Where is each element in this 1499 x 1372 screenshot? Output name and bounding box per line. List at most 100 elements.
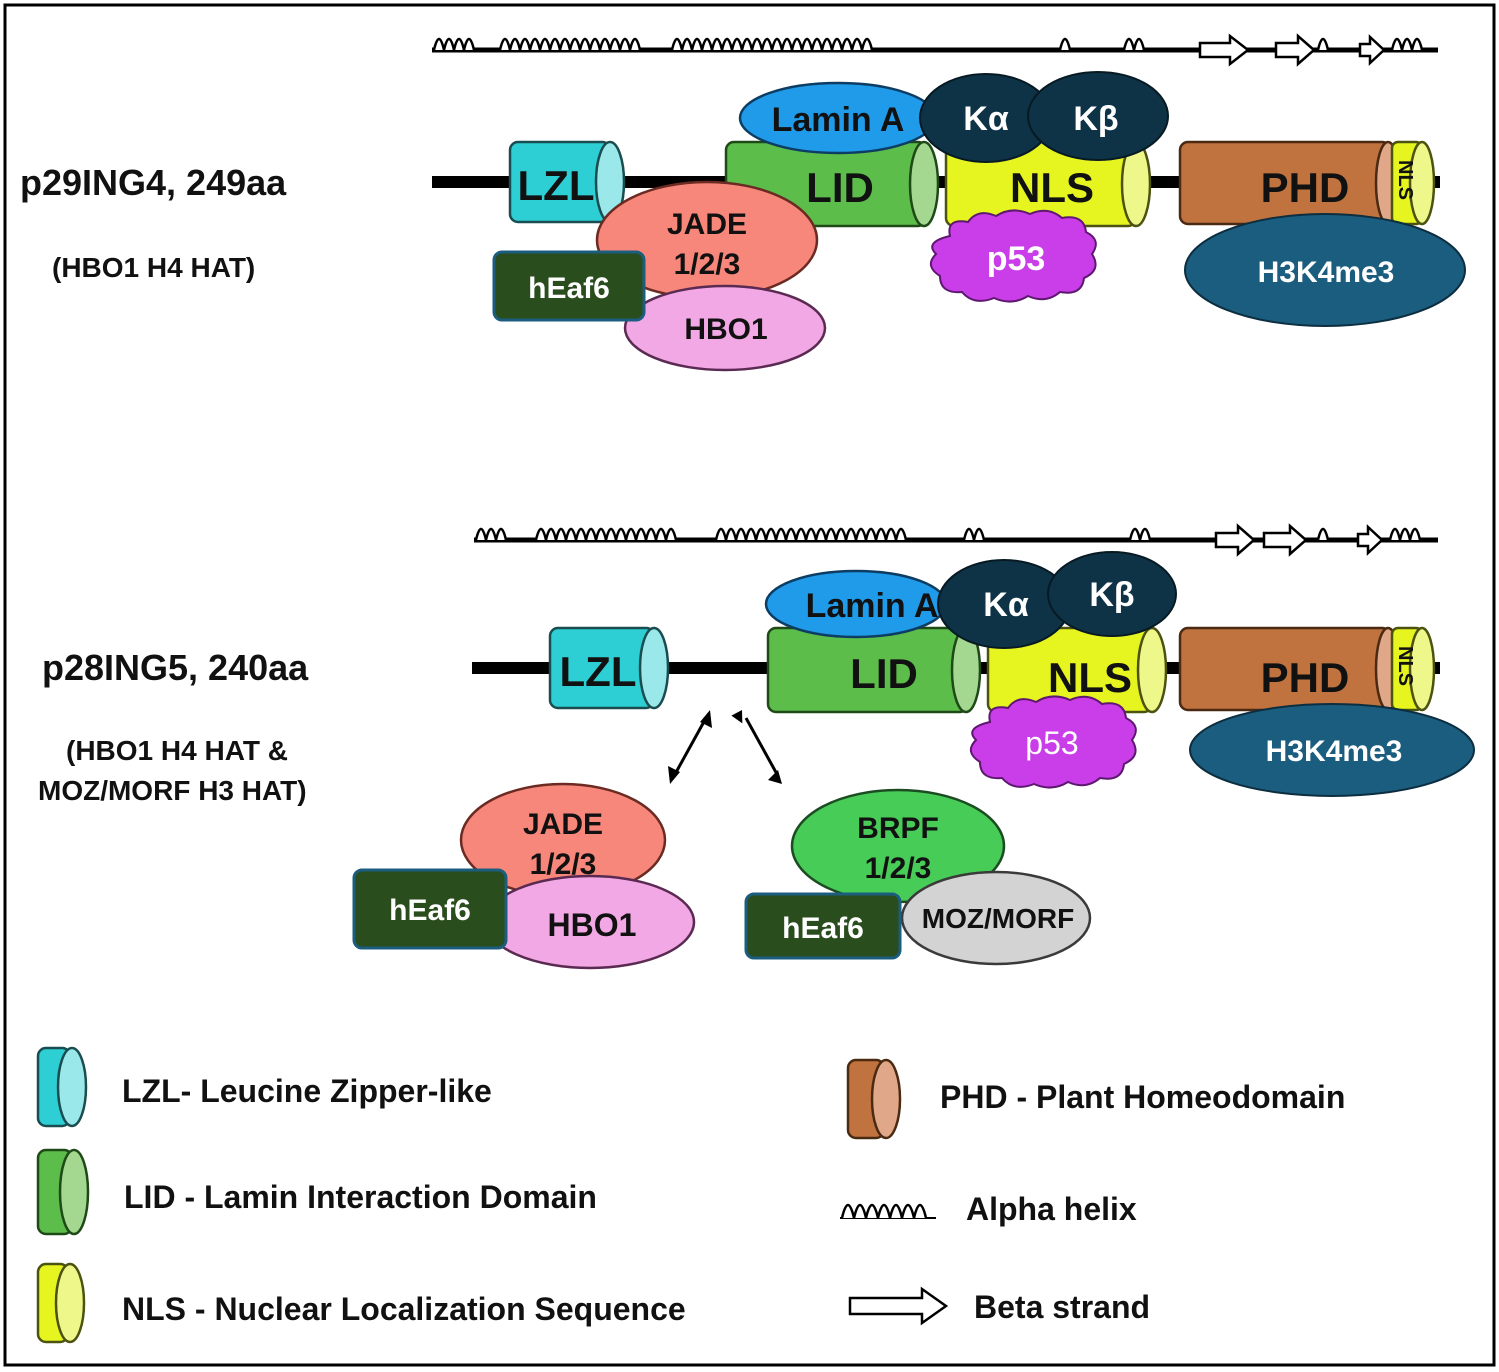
legend-lid: LID - Lamin Interaction Domain <box>36 1148 597 1236</box>
hbo1-partner <box>623 284 827 372</box>
k-beta-partner <box>1047 551 1177 637</box>
domain-lid-label: LID <box>806 164 874 211</box>
arrowhead-icon <box>731 710 743 724</box>
legend-beta-strand-label: Beta strand <box>974 1289 1150 1325</box>
domain-lid-label: LID <box>850 650 918 697</box>
alpha-helix-icon <box>1122 37 1146 51</box>
protein-label: p28ING5, 240aa <box>42 647 309 688</box>
jade-label-line2: 1/2/3 <box>674 248 741 281</box>
moz-morf-partner <box>900 870 1092 966</box>
beta-strand-icon <box>1356 524 1384 556</box>
alpha-helix-icon <box>1388 527 1422 541</box>
p53-label: p53 <box>1025 725 1078 761</box>
complex-label-line2: MOZ/MORF H3 HAT) <box>38 775 307 806</box>
interaction-arrows <box>668 710 782 784</box>
alpha-helix-icon <box>1058 37 1072 51</box>
beta-strand-icon <box>848 1286 949 1326</box>
panel-ing5: LZL LID NLS PHD NLS Lamin A Kα Kβ p5 <box>38 523 1475 970</box>
p53-partner <box>969 695 1137 789</box>
heaf6-label: hEaf6 <box>782 912 864 945</box>
domain-lid: LID <box>766 626 982 714</box>
secondary-structure-track <box>432 33 1438 67</box>
domain-phd-nls: NLS <box>1390 140 1436 226</box>
domain-lzl: LZL <box>508 140 626 224</box>
h3k4me3-label: H3K4me3 <box>1258 256 1395 289</box>
beta-strand-icon <box>1358 34 1386 66</box>
k-beta-label: Kβ <box>1089 576 1134 614</box>
alpha-helix-icon <box>432 37 476 51</box>
h3k4me3-label: H3K4me3 <box>1266 735 1403 768</box>
alpha-helix-icon <box>1316 527 1330 541</box>
complex-label: (HBO1 H4 HAT) <box>52 252 255 283</box>
k-alpha-label: Kα <box>963 100 1009 138</box>
alpha-helix-icon <box>534 527 678 541</box>
legend-lzl-label: LZL- Leucine Zipper-like <box>122 1073 492 1109</box>
p53-partner <box>929 209 1097 303</box>
brpf-label-line1: BRPF <box>857 812 939 845</box>
lamin-a-label: Lamin A <box>772 101 905 139</box>
legend-alpha-helix: Alpha helix <box>840 1191 1137 1227</box>
panel-ing4: LZL LID NLS PHD NLS Lamin A Kα Kβ <box>20 33 1466 372</box>
domain-phd-nls-label: NLS <box>1394 160 1416 200</box>
arrowhead-icon <box>768 770 782 784</box>
brpf-label-line2: 1/2/3 <box>865 852 932 885</box>
domain-nls-label: NLS <box>1048 654 1132 701</box>
beta-strand-icon <box>1214 523 1256 557</box>
heaf6-partner <box>352 868 508 950</box>
domain-nls: NLS <box>986 626 1168 714</box>
legend-nls-label: NLS - Nuclear Localization Sequence <box>122 1291 686 1327</box>
alpha-helix-icon <box>1128 527 1152 541</box>
alpha-helix-icon <box>498 37 642 51</box>
heaf6-label: hEaf6 <box>389 894 471 927</box>
h3k4me3-partner <box>1189 703 1475 797</box>
alpha-helix-icon <box>714 527 908 541</box>
domain-lzl-label: LZL <box>518 162 595 209</box>
complex-label-line1: (HBO1 H4 HAT & <box>66 735 288 766</box>
alpha-helix-icon <box>1390 37 1424 51</box>
legend-alpha-helix-label: Alpha helix <box>966 1191 1137 1227</box>
hbo1-label: HBO1 <box>684 313 767 346</box>
domain-phd: PHD <box>1178 626 1402 712</box>
arrowhead-icon <box>668 766 680 784</box>
domain-phd-nls: NLS <box>1390 626 1436 712</box>
h3k4me3-partner <box>1184 213 1466 327</box>
jade-label-line1: JADE <box>523 808 603 841</box>
k-beta-partner <box>1027 71 1169 161</box>
alpha-helix-icon <box>962 527 986 541</box>
alpha-helix-icon <box>840 1203 928 1219</box>
secondary-structure-track <box>474 523 1438 557</box>
domain-phd-label: PHD <box>1261 654 1350 701</box>
protein-label: p29ING4, 249aa <box>20 162 287 203</box>
beta-strand-icon <box>1198 33 1251 67</box>
legend-phd: PHD - Plant Homeodomain <box>846 1058 1345 1140</box>
domain-lzl: LZL <box>548 626 670 710</box>
k-beta-label: Kβ <box>1073 100 1118 138</box>
alpha-helix-icon <box>474 527 508 541</box>
lamin-a-label: Lamin A <box>806 587 939 625</box>
beta-strand-icon <box>1262 523 1308 557</box>
jade-label-line1: JADE <box>667 208 747 241</box>
k-alpha-label: Kα <box>983 586 1029 624</box>
hbo1-label: HBO1 <box>548 907 637 943</box>
domain-phd-label: PHD <box>1261 164 1350 211</box>
heaf6-label: hEaf6 <box>528 272 610 305</box>
alpha-helix-icon <box>1316 37 1330 51</box>
alpha-helix-icon <box>670 37 874 51</box>
legend-nls: NLS - Nuclear Localization Sequence <box>36 1262 686 1344</box>
beta-strand-icon <box>1274 33 1316 67</box>
legend-lid-label: LID - Lamin Interaction Domain <box>124 1179 597 1215</box>
legend-beta-strand: Beta strand <box>848 1286 1150 1326</box>
domain-phd: PHD <box>1178 140 1402 226</box>
heaf6-partner <box>744 892 902 960</box>
domain-lzl-label: LZL <box>560 648 637 695</box>
p53-label: p53 <box>987 240 1046 278</box>
domain-nls-label: NLS <box>1010 164 1094 211</box>
legend-lzl: LZL- Leucine Zipper-like <box>36 1046 492 1128</box>
legend: LZL- Leucine Zipper-like LID - Lamin Int… <box>36 1046 1345 1344</box>
moz-morf-label: MOZ/MORF <box>922 903 1074 934</box>
heaf6-partner <box>492 250 646 322</box>
legend-phd-label: PHD - Plant Homeodomain <box>940 1079 1345 1115</box>
domain-phd-nls-label: NLS <box>1394 646 1416 686</box>
arrowhead-icon <box>700 710 712 728</box>
